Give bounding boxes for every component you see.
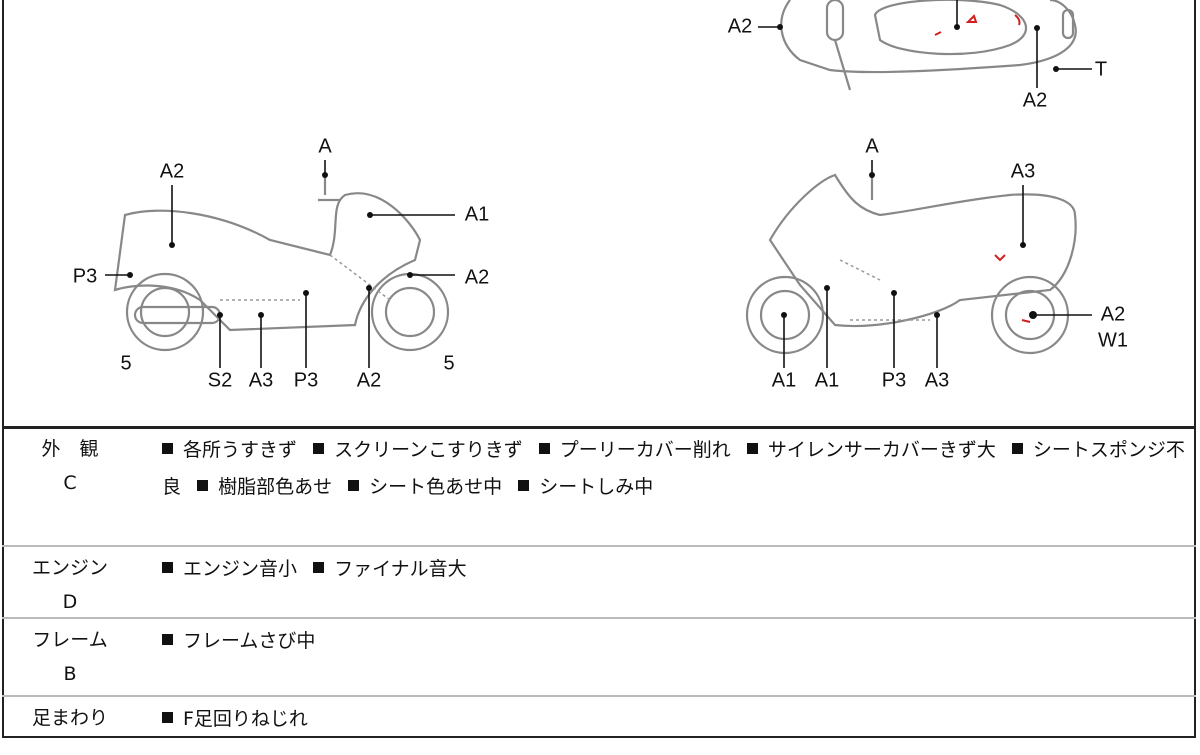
condition-item: F足回りねじれ	[162, 708, 308, 730]
label-left-muffler: S2	[207, 369, 233, 392]
condition-category: フレーム B	[30, 623, 110, 691]
scooter-top-view	[758, 0, 1092, 91]
condition-category: 足まわり	[30, 701, 110, 735]
condition-item-text: 各所うすきず	[183, 439, 298, 461]
scooter-right-view	[745, 160, 1092, 368]
condition-item: ファイナル音大	[313, 558, 467, 580]
label-right-front-cover: A1	[814, 369, 840, 392]
condition-item: 各所うすきず	[162, 439, 297, 461]
condition-items: フレームさび中	[162, 623, 1188, 660]
condition-item-text: スクリーンこすりきず	[334, 439, 523, 461]
label-right-body: A3	[1010, 160, 1036, 183]
label-left-front-cover: A1	[464, 203, 490, 226]
square-bullet-icon	[746, 443, 758, 454]
condition-item: フレームさび中	[162, 630, 315, 652]
damage-diagram: A2 A2 T A A2 A1 P3 A2 5 S2 A3 P3 A2 5 A …	[72, 0, 1128, 392]
category-grade: B	[63, 663, 77, 685]
square-bullet-icon	[162, 634, 173, 645]
condition-item-text: エンジン音小	[183, 558, 298, 580]
label-left-rear: P3	[72, 265, 98, 288]
condition-item-text: ファイナル音大	[334, 558, 467, 580]
label-left-floor: A3	[248, 369, 274, 392]
label-right-rear-wheel-1: A2	[1100, 303, 1126, 326]
condition-row: フレーム B フレームさび中	[2, 617, 1196, 695]
condition-item-text: F足回りねじれ	[183, 708, 308, 730]
label-left-center: P3	[293, 369, 319, 392]
condition-item: シート色あせ中	[348, 476, 502, 498]
square-bullet-icon	[348, 480, 360, 491]
square-bullet-icon	[162, 443, 173, 454]
condition-item-text: サイレンサーカバーきず大	[767, 439, 996, 461]
condition-item: シートしみ中	[518, 476, 653, 498]
label-top-front: A2	[727, 15, 753, 38]
condition-item-text: プーリーカバー削れ	[559, 439, 731, 461]
square-bullet-icon	[162, 712, 173, 723]
square-bullet-icon	[538, 443, 550, 454]
condition-row: エンジン D エンジン音小 ファイナル音大	[2, 545, 1196, 617]
label-right-front-wheel: A1	[771, 369, 797, 392]
scooter-illustrations	[105, 0, 1092, 368]
condition-items: エンジン音小 ファイナル音大	[162, 551, 1188, 588]
category-name: フレーム	[32, 629, 108, 651]
label-left-front-fender: A2	[464, 266, 490, 289]
condition-item: スクリーンこすりきず	[313, 439, 523, 461]
label-left-wheel-front: 5	[443, 352, 455, 375]
square-bullet-icon	[518, 480, 530, 491]
section-divider	[2, 426, 1196, 429]
label-top-tail: T	[1094, 58, 1108, 81]
square-bullet-icon	[313, 562, 325, 573]
condition-category: 外 観 C	[30, 432, 110, 500]
condition-item: プーリーカバー削れ	[538, 439, 731, 461]
condition-item-text: シートスポンジ不良	[162, 439, 1185, 498]
category-name: 足まわり	[31, 707, 108, 729]
square-bullet-icon	[197, 480, 209, 491]
condition-item-text: フレームさび中	[183, 630, 316, 652]
label-right-center: P3	[881, 369, 907, 392]
condition-items: 各所うすきず スクリーンこすりきず プーリーカバー削れ サイレンサーカバーきず大…	[162, 432, 1188, 506]
condition-item-text: 樹脂部色あせ	[218, 476, 333, 498]
label-left-seat: A2	[159, 160, 185, 183]
condition-item: サイレンサーカバーきず大	[746, 439, 996, 461]
square-bullet-icon	[1011, 443, 1023, 454]
condition-row: 足まわり F足回りねじれ	[2, 695, 1196, 755]
condition-row: 外 観 C 各所うすきず スクリーンこすりきず プーリーカバー削れ サイレンサーカバ…	[2, 428, 1196, 545]
condition-item: シートスポンジ不良	[162, 439, 1185, 498]
label-left-wheel-rear: 5	[120, 352, 132, 375]
square-bullet-icon	[313, 443, 325, 454]
condition-item: 樹脂部色あせ	[197, 476, 332, 498]
square-bullet-icon	[162, 562, 173, 573]
label-right-handle: A	[865, 135, 879, 158]
category-name: 外 観	[41, 438, 99, 460]
condition-category: エンジン D	[30, 551, 110, 619]
scooter-left-view	[105, 160, 455, 368]
condition-item-text: シートしみ中	[539, 476, 654, 498]
label-right-floor: A3	[924, 369, 950, 392]
category-grade: C	[63, 472, 77, 494]
label-right-rear-wheel-2: W1	[1098, 329, 1128, 352]
label-left-handle: A	[318, 135, 332, 158]
category-name: エンジン	[31, 557, 108, 579]
condition-item: エンジン音小	[162, 558, 297, 580]
label-top-rear: A2	[1022, 89, 1048, 112]
label-left-front-fork: A2	[356, 369, 382, 392]
condition-item-text: シート色あせ中	[369, 476, 503, 498]
category-grade: D	[62, 591, 78, 613]
